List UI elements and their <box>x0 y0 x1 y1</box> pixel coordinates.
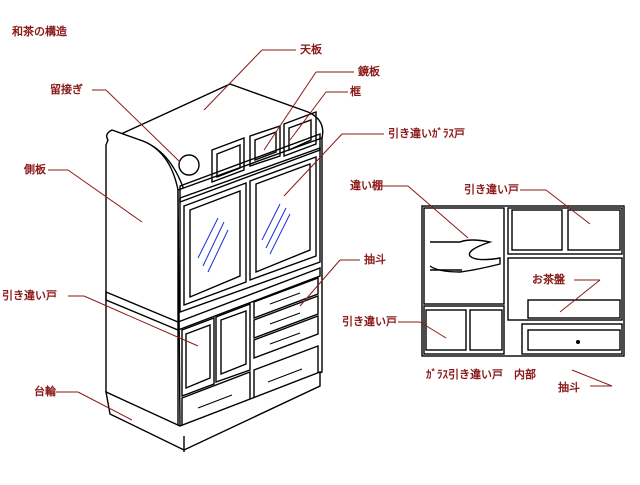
label-tenita: 天板 <box>300 43 322 56</box>
leader-lines <box>48 49 613 421</box>
label-chigaidana: 違い棚 <box>350 179 383 192</box>
diagram-title: 和茶の構造 <box>12 25 67 38</box>
miter-joint-circle <box>178 154 200 176</box>
interior-illustration <box>421 205 625 357</box>
label-hikichigaido-right-bottom: 引き違い戸 <box>342 315 397 328</box>
interior-caption: ｶﾞﾗｽ引き違い戸 内部 <box>426 368 536 381</box>
label-hikichigaido-right-top: 引き違い戸 <box>464 183 519 196</box>
label-garasudo: 引き違いｶﾞﾗｽ戸 <box>388 127 465 140</box>
label-daiwa: 台輪 <box>34 385 56 398</box>
label-hikichigaido-left: 引き違い戸 <box>2 289 57 302</box>
side-board <box>105 129 179 428</box>
cabinet-illustration <box>105 83 324 452</box>
label-hikidashi-mid: 抽斗 <box>364 253 386 266</box>
label-kagamiita: 鏡板 <box>358 65 380 78</box>
base-plinth <box>105 370 321 451</box>
label-sokuban: 側板 <box>24 163 46 176</box>
label-ochabon: お茶盤 <box>532 273 565 286</box>
label-tomeawase: 留接ぎ <box>50 83 83 96</box>
label-kamachi: 框 <box>350 85 361 98</box>
label-hikidashi-right: 抽斗 <box>558 381 580 394</box>
